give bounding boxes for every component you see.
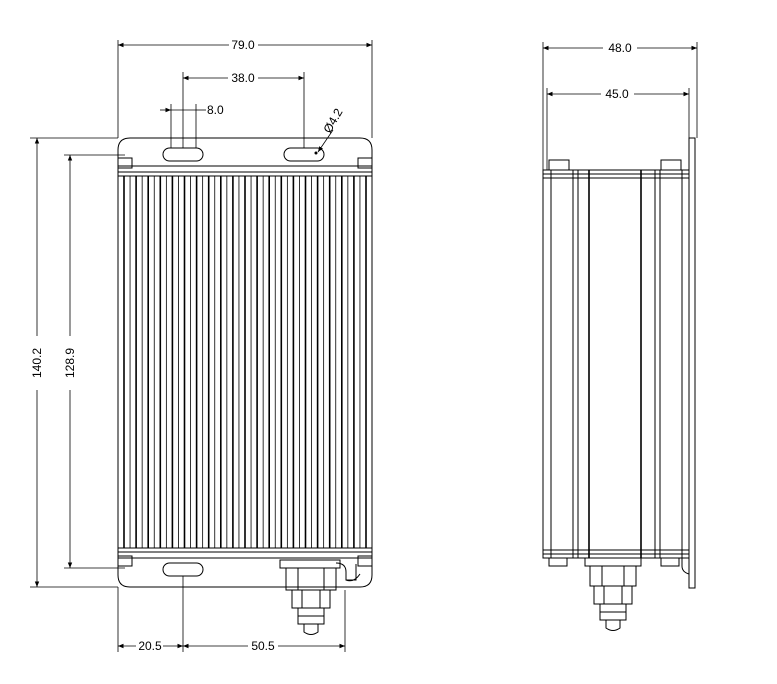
front-tab-top-right — [357, 157, 373, 169]
front-cooling-fins — [123, 176, 367, 548]
dim-side-width-45: 45.0 — [605, 87, 629, 101]
side-bracket — [688, 137, 696, 589]
side-tab-bottom-right — [660, 557, 680, 567]
dim-height-140: 140.2 — [30, 348, 44, 378]
hole-center-dot — [314, 151, 318, 155]
dim-height-128: 128.9 — [63, 348, 77, 378]
front-tab-bottom-left — [117, 555, 133, 567]
cable-gland — [279, 559, 361, 635]
side-dimensions: 48.0 45.0 — [542, 41, 698, 170]
side-view — [542, 137, 696, 631]
front-view — [117, 137, 373, 635]
front-top-slot-right — [283, 147, 325, 162]
dim-slot-width-8: 8.0 — [207, 103, 224, 117]
dim-slot-spacing-38: 38.0 — [231, 71, 255, 85]
dim-bottom-spacing-50: 50.5 — [251, 639, 275, 653]
dim-bottom-offset-20: 20.5 — [138, 639, 162, 653]
side-tab-top-left — [548, 159, 570, 171]
front-bottom-band — [118, 547, 372, 559]
side-cable-gland — [584, 557, 642, 631]
side-body-outline — [542, 169, 690, 559]
side-inner-walls — [550, 170, 683, 558]
dim-width-79: 79.0 — [231, 38, 255, 52]
front-dimensions: 79.0 38.0 8.0 Ø4.2 140.2 128.9 — [30, 38, 373, 653]
front-tab-bottom-right — [357, 555, 373, 567]
front-bottom-slot — [162, 562, 204, 577]
front-top-band — [118, 165, 372, 177]
dim-side-width-48: 48.0 — [608, 41, 632, 55]
side-tab-top-right — [660, 159, 682, 171]
front-top-slot-left — [162, 147, 204, 162]
side-tab-bottom-left — [548, 557, 568, 567]
dim-hole-diameter: Ø4.2 — [320, 106, 345, 136]
front-plate-outline — [117, 137, 373, 588]
front-tab-top-left — [117, 157, 133, 169]
